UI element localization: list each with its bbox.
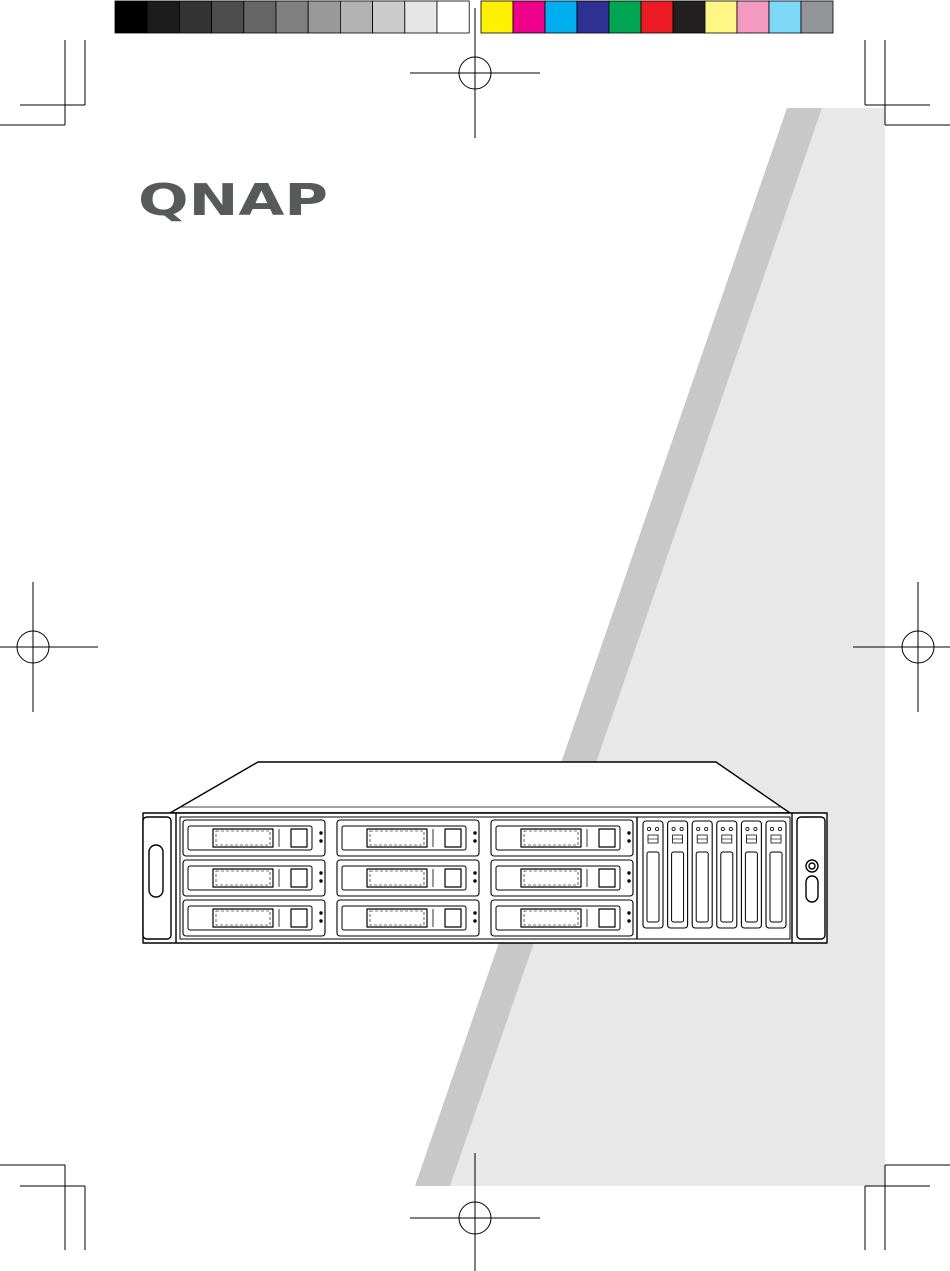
color-calibration-bar [115, 1, 833, 33]
small-drive-tray [741, 821, 761, 928]
color-swatch [801, 1, 833, 33]
gray-swatch [244, 1, 276, 33]
color-swatch [641, 1, 673, 33]
background-panel [450, 108, 885, 1186]
small-drive-tray [668, 821, 688, 928]
color-swatch [737, 1, 769, 33]
gray-swatch [179, 1, 211, 33]
drive-tray [337, 860, 479, 896]
nas-device-illustration [143, 762, 827, 943]
gray-swatch [115, 1, 147, 33]
gray-swatch [437, 1, 469, 33]
gray-swatch [373, 1, 405, 33]
color-swatch [705, 1, 737, 33]
color-swatch [545, 1, 577, 33]
drive-tray [337, 900, 479, 936]
small-drive-tray [766, 821, 786, 928]
color-swatch [513, 1, 545, 33]
color-swatch [609, 1, 641, 33]
gray-swatch [340, 1, 372, 33]
color-swatch [481, 1, 513, 33]
drive-tray [491, 900, 633, 936]
large-drive-bays [183, 820, 633, 936]
small-drive-tray [643, 821, 663, 928]
drive-tray [491, 860, 633, 896]
color-swatch [673, 1, 705, 33]
gray-swatch [308, 1, 340, 33]
gray-swatch [212, 1, 244, 33]
drive-tray [337, 820, 479, 856]
qnap-logo: QNAP [138, 175, 328, 226]
drive-tray [183, 860, 325, 896]
small-drive-tray [717, 821, 737, 928]
gray-swatch [405, 1, 437, 33]
small-drive-tray [692, 821, 712, 928]
drive-tray [491, 820, 633, 856]
gray-swatch [276, 1, 308, 33]
color-swatch [577, 1, 609, 33]
registration-target [0, 582, 98, 712]
color-swatch [769, 1, 801, 33]
drive-tray [183, 820, 325, 856]
drive-tray [183, 900, 325, 936]
gray-swatch [147, 1, 179, 33]
